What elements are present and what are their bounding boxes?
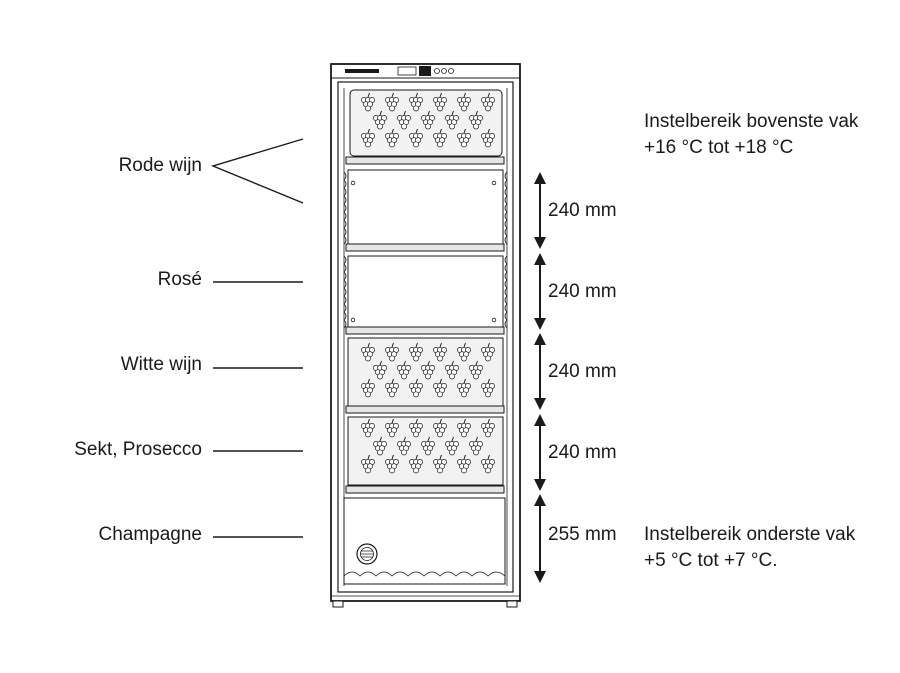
compartment-bottom xyxy=(343,497,506,585)
note-bottom-line2: +5 °C tot +7 °C. xyxy=(644,550,778,571)
dimension-label: 240 mm xyxy=(548,200,617,221)
compartment-2 xyxy=(343,169,508,245)
label-champagne: Champagne xyxy=(98,524,202,545)
shelf-5 xyxy=(345,485,505,494)
note-top-line2: +16 °C tot +18 °C xyxy=(644,137,794,158)
shelf-4 xyxy=(345,405,505,414)
compartment-5 xyxy=(347,416,504,486)
dimension-label: 240 mm xyxy=(548,361,617,382)
dimension-label: 240 mm xyxy=(548,281,617,302)
note-bottom-line1: Instelbereik onderste vak xyxy=(644,524,856,545)
dimension-label: 255 mm xyxy=(548,524,617,545)
note-bottom-compartment: Instelbereik onderste vak +5 °C tot +7 °… xyxy=(644,522,855,574)
brand-logo xyxy=(345,69,379,73)
leader-lines xyxy=(210,138,304,538)
compartment-top xyxy=(349,89,503,157)
display-icon xyxy=(419,66,431,76)
shelf-1 xyxy=(345,156,505,165)
foot-right xyxy=(506,600,518,608)
leader-red xyxy=(210,138,304,204)
fan-icon xyxy=(356,543,378,565)
control-panel xyxy=(331,66,520,79)
note-top-compartment: Instelbereik bovenste vak +16 °C tot +18… xyxy=(644,109,858,161)
dimension-label: 240 mm xyxy=(548,442,617,463)
label-white-wine: Witte wijn xyxy=(120,354,202,375)
note-top-line1: Instelbereik bovenste vak xyxy=(644,111,859,132)
label-rose: Rosé xyxy=(157,269,202,290)
compartment-4 xyxy=(347,337,504,407)
label-red-wine: Rode wijn xyxy=(118,155,202,176)
foot-left xyxy=(332,600,344,608)
label-sekt-prosecco: Sekt, Prosecco xyxy=(74,439,202,460)
shelf-3 xyxy=(345,326,505,335)
compartment-3 xyxy=(343,255,508,329)
shelf-2 xyxy=(345,243,505,252)
